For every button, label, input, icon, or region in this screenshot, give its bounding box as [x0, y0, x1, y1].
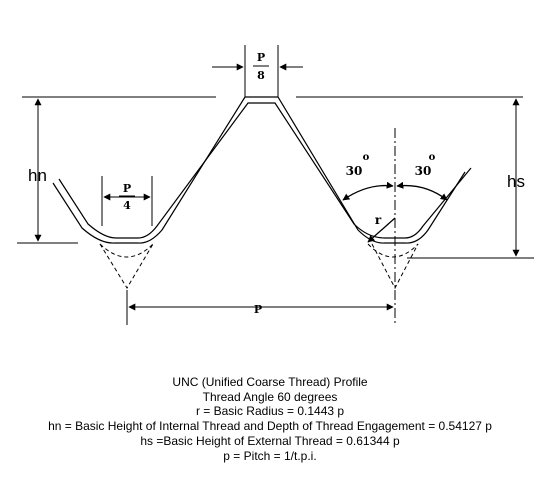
p4-numerator: P [123, 182, 131, 195]
angle-right-label: 30 [415, 164, 432, 178]
reference-lines [17, 96, 534, 259]
p8-denominator: 8 [257, 69, 265, 82]
caption-radius: r = Basic Radius = 0.1443 p [195, 404, 345, 419]
caption-block: UNC (Unified Coarse Thread) Profile Thre… [0, 375, 540, 463]
pitch-label: P [254, 303, 262, 316]
caption-hs: hs =Basic Height of External Thread = 0.… [140, 433, 400, 448]
thread-profile-diagram: P 8 P 4 hn hs o o 30 30 r P [17, 45, 534, 325]
angle-arcs [342, 181, 448, 201]
pitch-dimension [126, 290, 394, 325]
caption-title: UNC (Unified Coarse Thread) Profile [172, 375, 368, 389]
angle-left-label: 30 [346, 164, 363, 178]
p8-numerator: P [257, 51, 265, 64]
p8-dimension [212, 45, 303, 97]
hn-label: hn [28, 166, 47, 185]
degree-mark-left: o [363, 152, 370, 163]
root-construction-lines [99, 243, 419, 290]
radius-label: r [375, 213, 382, 227]
caption-pitch: p = Pitch = 1/t.p.i. [223, 448, 317, 463]
hs-label: hs [507, 172, 525, 191]
thread-profile-outline [52, 96, 472, 244]
caption-hn: hn = Basic Height of Internal Thread and… [48, 419, 492, 434]
degree-mark-right: o [429, 152, 436, 163]
caption-thread-angle: Thread Angle 60 degrees [202, 389, 338, 404]
radius-arrow [367, 217, 396, 243]
p4-dimension [101, 176, 153, 226]
p4-denominator: 4 [123, 199, 131, 212]
